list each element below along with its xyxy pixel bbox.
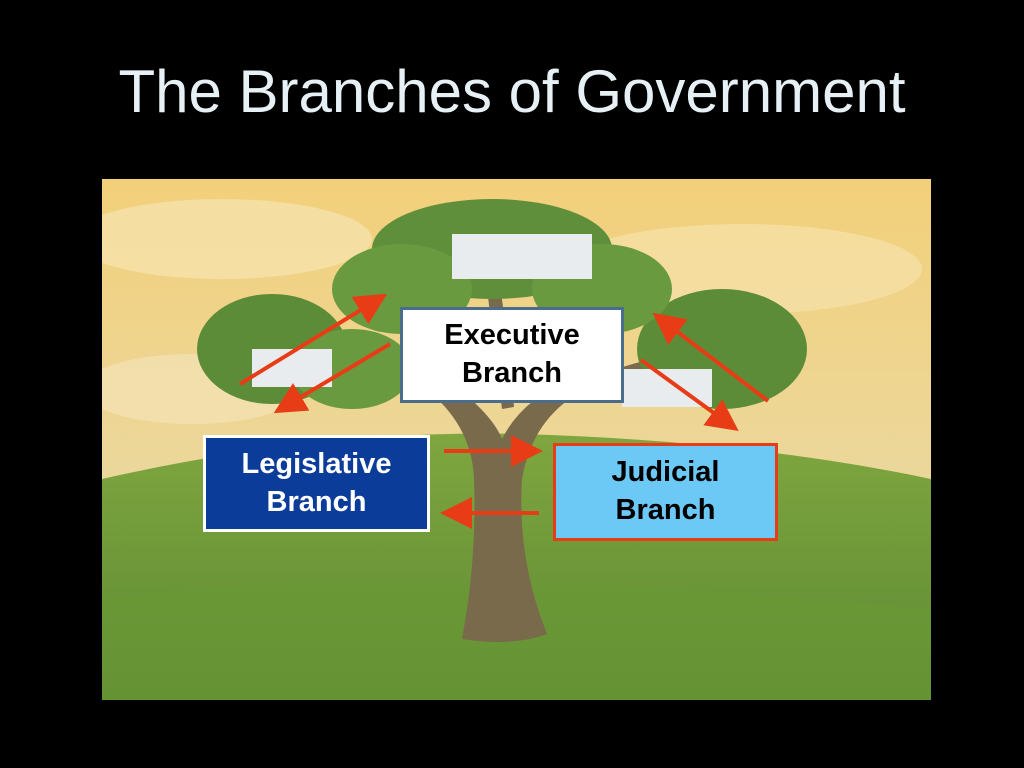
capitol-building [252,349,332,387]
cloud [102,199,372,279]
slide-title: The Branches of Government [118,58,906,125]
judicial-branch-box: Judicial Branch [553,443,778,541]
tree-trunk [432,379,582,643]
judicial-branch-line1: Judicial [611,456,720,489]
court-building [622,369,712,407]
judicial-branch-line2: Branch [615,494,716,526]
executive-branch-box: Executive Branch [400,307,624,403]
legislative-branch-box: Legislative Branch [203,435,430,532]
white-house-building [452,234,592,279]
executive-branch-line2: Branch [462,357,562,389]
legislative-branch-line2: Branch [266,485,367,518]
legislative-branch-line1: Legislative [241,447,392,480]
executive-branch-line1: Executive [444,319,580,352]
